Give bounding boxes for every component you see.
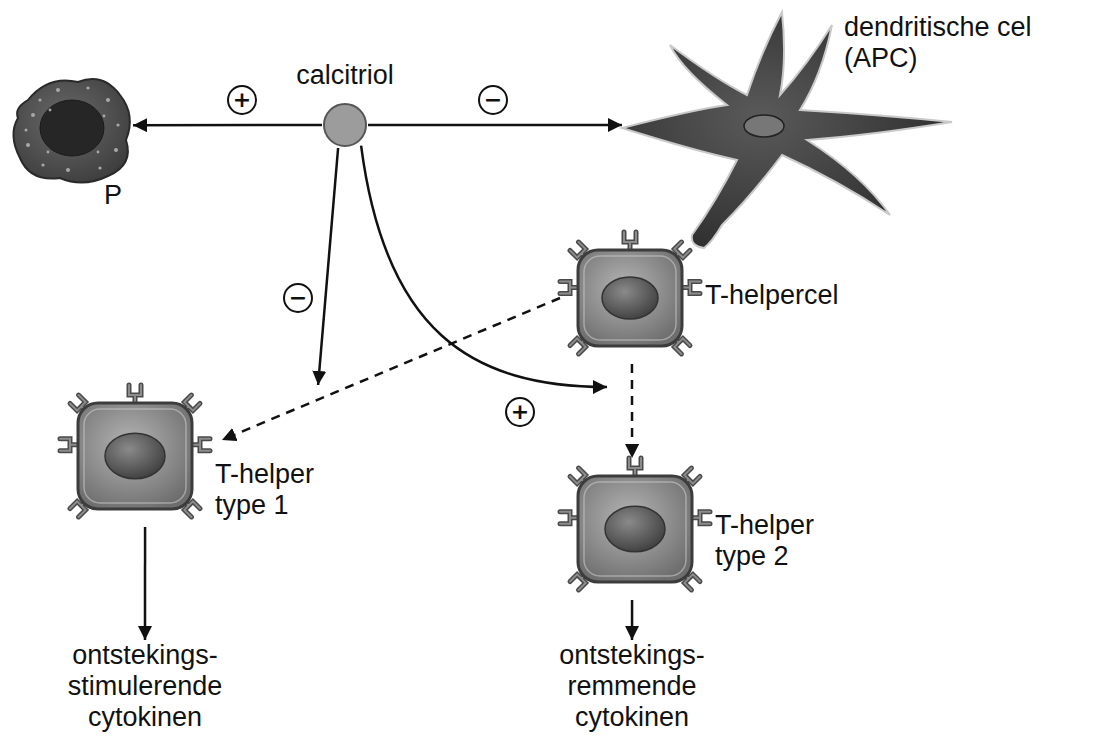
dashed-arrow [222, 298, 560, 440]
t-helper-type1: T-helper type 1 [60, 385, 330, 527]
t-helper-cell-illustration [560, 232, 700, 364]
dashed-arrow [631, 364, 634, 458]
t-helper-cell: T-helpercel [560, 232, 700, 364]
cell-part [106, 98, 110, 102]
node-label: T-helper type 2 [715, 510, 830, 572]
cell-part [105, 433, 165, 478]
phagocyte-cell-illustration [8, 70, 133, 185]
cell-part [578, 250, 682, 346]
cytokine-text: ontstekings- remmende cytokinen [527, 640, 737, 752]
arrow-connector [361, 146, 607, 387]
cell-part [116, 123, 119, 126]
cell-part [41, 163, 44, 166]
cell-part [13, 79, 129, 183]
node-label: ontstekings- remmende cytokinen [527, 640, 737, 733]
cell-part [25, 129, 28, 132]
effect-sign: − [283, 283, 313, 313]
cell-part [31, 113, 35, 117]
node-label: ontstekings- stimulerende cytokinen [40, 640, 250, 733]
cell-part [578, 476, 692, 582]
cell-part [56, 88, 60, 92]
effect-sign: − [478, 85, 508, 115]
arrow-connector [631, 600, 634, 640]
node-label: T-helpercel [705, 280, 875, 311]
cell-part [605, 506, 665, 551]
cell-part [324, 104, 366, 146]
cell-part [40, 100, 104, 156]
cell-part [25, 86, 120, 172]
t-helper-type2: T-helper type 2 [560, 458, 830, 600]
calcitriol-molecule: calcitriol [322, 102, 368, 148]
node-label: dendritische cel (APC) [844, 12, 1084, 74]
cell-part [584, 256, 676, 340]
effect-sign: + [227, 85, 257, 115]
arrow-connector [318, 148, 338, 385]
cell-part [84, 409, 186, 503]
cell-part [47, 151, 50, 154]
arrow-connector [144, 527, 147, 640]
phagocyte-cell: P [8, 70, 133, 185]
node-label: T-helper type 1 [215, 459, 330, 521]
arrow-connector [368, 124, 622, 127]
cell-part [584, 482, 686, 576]
cell-part [98, 166, 101, 169]
node-label: P [104, 180, 144, 211]
cell-part [66, 168, 70, 172]
t-helper-type1-illustration [60, 385, 210, 527]
cell-part [78, 403, 192, 509]
cell-part [49, 109, 52, 112]
dendritic-cell: dendritische cel (APC) [622, 10, 957, 260]
cell-part [86, 86, 89, 89]
cell-part [38, 98, 41, 101]
arrow-connector [133, 124, 322, 127]
t-helper-type2-illustration [560, 458, 710, 600]
cell-part [114, 148, 118, 152]
node-label: calcitriol [252, 60, 438, 91]
cell-part [26, 143, 30, 147]
cell-part [602, 277, 658, 319]
cytokine-text: ontstekings- stimulerende cytokinen [40, 640, 250, 752]
cell-part [103, 115, 106, 118]
effect-sign: + [505, 397, 535, 427]
cell-part [97, 151, 100, 154]
cell-part [744, 115, 784, 137]
calcitriol-molecule-illustration [322, 102, 368, 148]
